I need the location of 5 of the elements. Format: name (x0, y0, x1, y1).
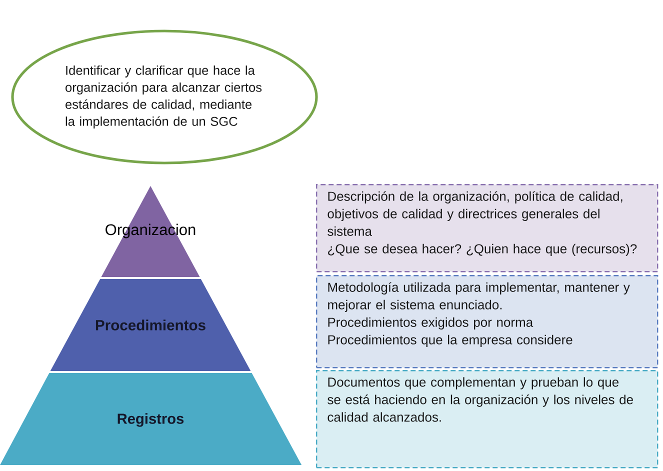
dashed-text-box: Metodología utilizada para implementar, mantener y mejorar el sistema enunciado. Procedimientos exigidos por norma Procedimientos que la empresa considere (316, 275, 658, 368)
pyramid-level: Procedimientos (50, 279, 251, 371)
dashed-text-box: Descripción de la organización, política de calidad, objetivos de calidad y directrices generales del sistema ¿Que se desea hacer? ¿Quien hace que (recursos)? (316, 184, 658, 272)
dashed-text-box: Documentos que complementan y prueban lo que se está haciendo en la organización y los niveles de calidad alcanzados. (316, 370, 658, 468)
pyramid-level: Registros (0, 373, 302, 465)
